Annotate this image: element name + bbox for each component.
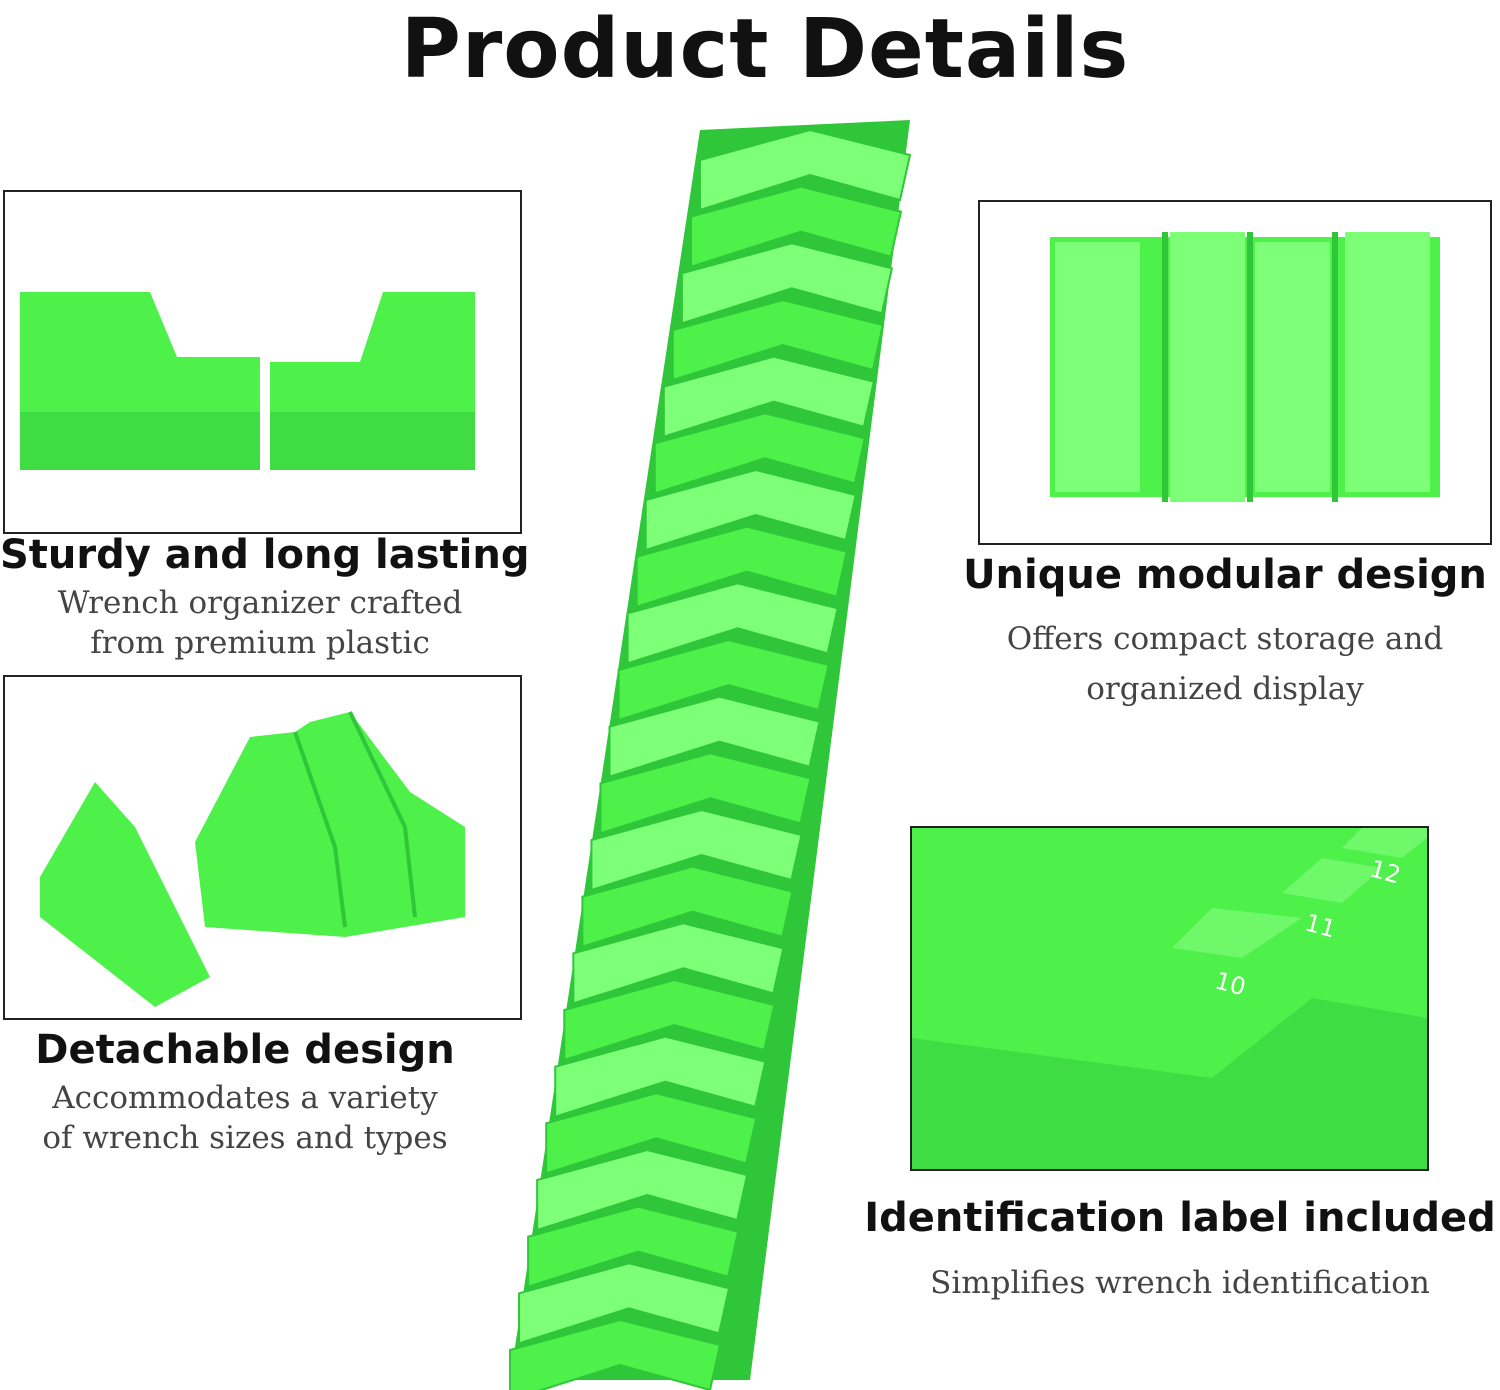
page-title: Product Details xyxy=(400,2,1130,97)
strip-slot xyxy=(545,1092,758,1175)
feature-heading-sturdy: Sturdy and long lasting xyxy=(0,532,530,578)
strip-slot xyxy=(572,922,785,1005)
strip-slot xyxy=(509,1318,722,1390)
desc-line: Wrench organizer crafted xyxy=(57,585,463,621)
strip-slot xyxy=(617,638,830,722)
identification-product-photo: 10 11 12 xyxy=(910,826,1429,1171)
strip-slot xyxy=(581,865,794,949)
strip-slot xyxy=(590,808,803,892)
strip-slot xyxy=(599,752,812,835)
strip-slot xyxy=(699,128,912,212)
strip-slot xyxy=(671,298,885,382)
strip-slot xyxy=(644,468,857,552)
feature-desc-modular: Offers compact storage and organized dis… xyxy=(960,614,1490,714)
strip-slot xyxy=(518,1262,731,1345)
desc-line: Accommodates a variety xyxy=(52,1080,438,1116)
desc-line: from premium plastic xyxy=(90,625,430,661)
strip-slot xyxy=(689,185,903,269)
strip-slot xyxy=(635,525,848,609)
feature-heading-detachable: Detachable design xyxy=(35,1027,455,1073)
strip-slot xyxy=(626,582,839,665)
desc-line: Offers compact storage and xyxy=(1006,621,1444,657)
strip-slot xyxy=(554,1035,767,1119)
wrench-organizer-strip-photo xyxy=(509,120,912,1390)
feature-heading-modular: Unique modular design xyxy=(963,552,1487,598)
strip-slot xyxy=(536,1148,749,1232)
strip-slot xyxy=(653,412,866,495)
feature-heading-identification: Identification label included xyxy=(864,1195,1496,1241)
feature-desc-detachable: Accommodates a variety of wrench sizes a… xyxy=(0,1078,490,1158)
detachable-product-photo xyxy=(3,675,522,1020)
strip-slot xyxy=(563,978,776,1062)
desc-line: of wrench sizes and types xyxy=(42,1120,448,1156)
feature-desc-identification: Simplifies wrench identification xyxy=(860,1263,1500,1303)
desc-line: organized display xyxy=(1086,671,1364,707)
strip-slot xyxy=(527,1205,740,1289)
strip-slot xyxy=(680,242,894,325)
strip-slot xyxy=(608,695,821,779)
strip-slot xyxy=(662,355,875,439)
desc-line: Simplifies wrench identification xyxy=(930,1265,1430,1301)
sturdy-product-photo xyxy=(3,190,522,534)
feature-desc-sturdy: Wrench organizer crafted from premium pl… xyxy=(0,583,520,663)
modular-product-photo xyxy=(978,200,1492,545)
